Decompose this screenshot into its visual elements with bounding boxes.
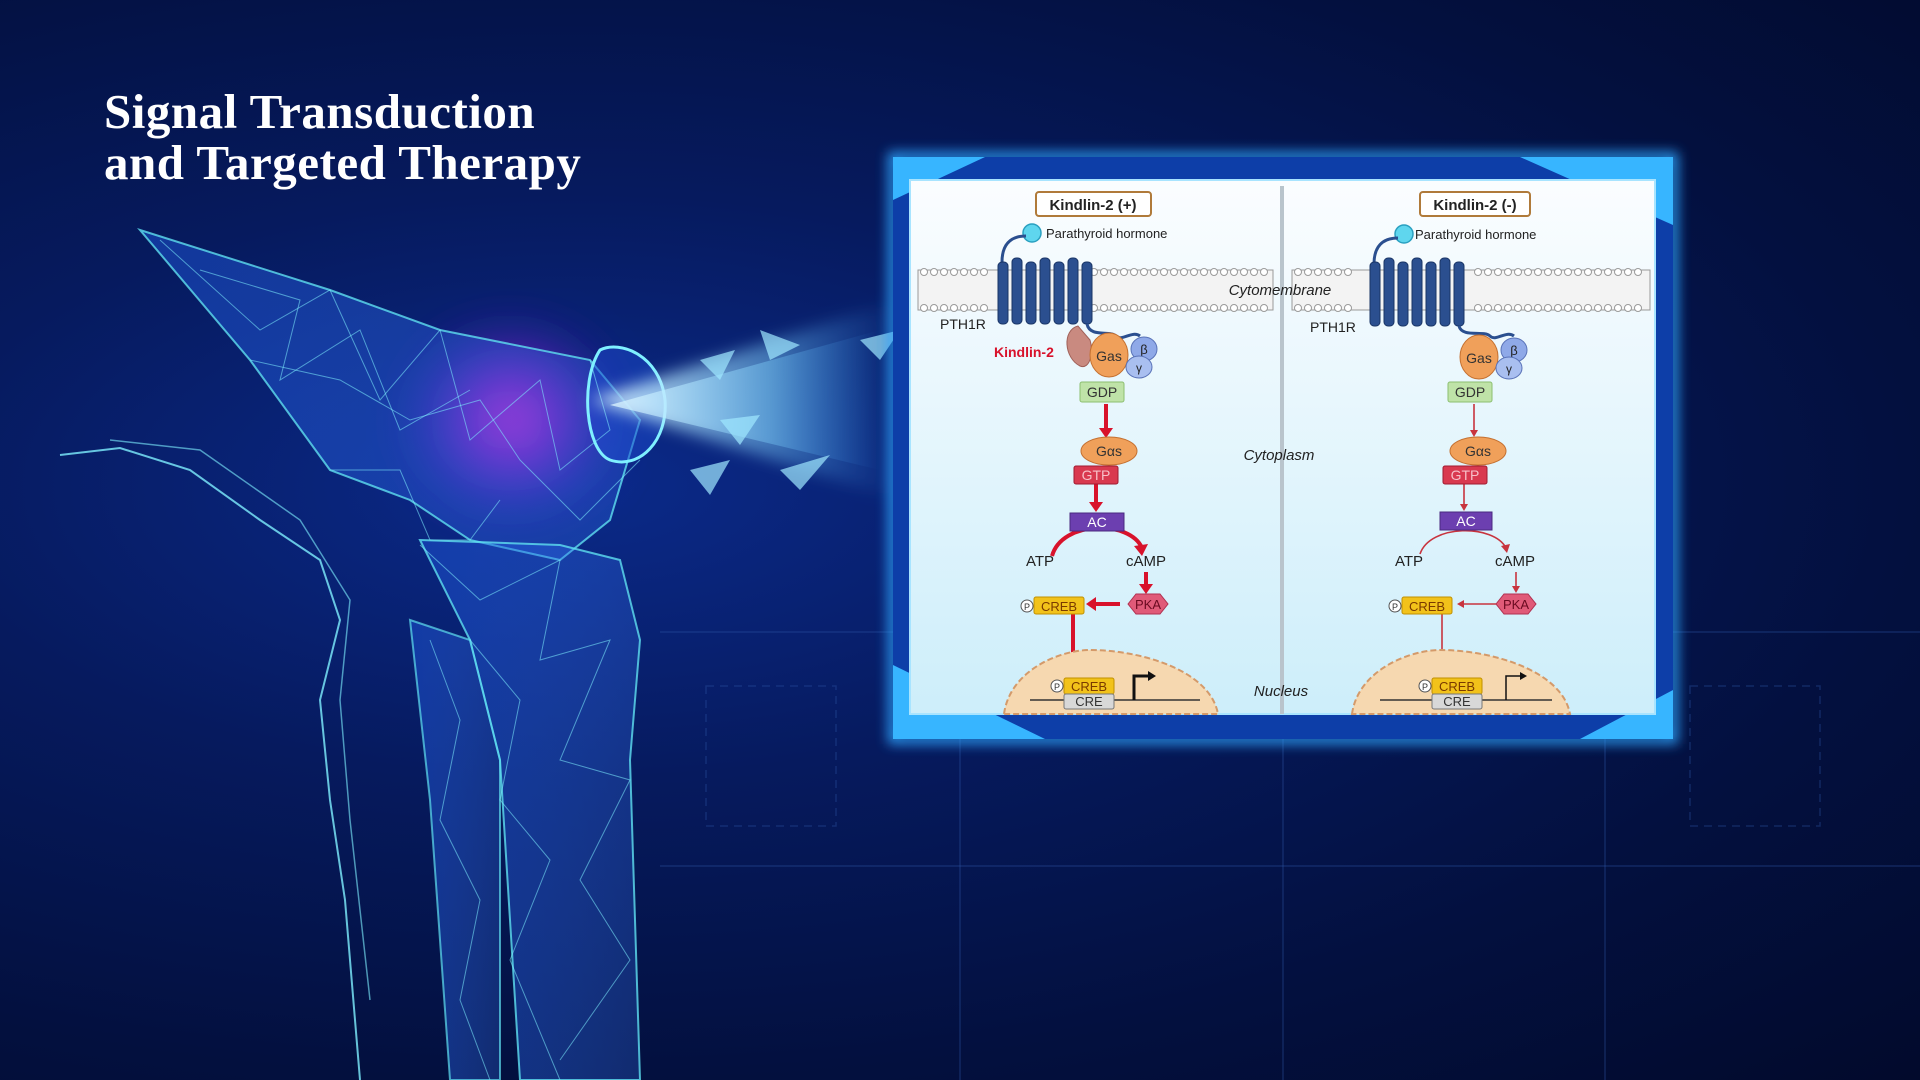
- gtp-label: GTP: [1451, 467, 1480, 483]
- transcription-start-icon: [1132, 674, 1150, 700]
- knee-illustration: [59, 228, 900, 1080]
- pka-label: PKA: [1503, 597, 1529, 612]
- phospho-label: P: [1024, 602, 1030, 612]
- creb-label: CREB: [1409, 599, 1445, 614]
- nuclear-phospho-label: P: [1422, 682, 1428, 692]
- galpha-s-icon: [1449, 436, 1507, 466]
- gdp-box: [1079, 381, 1125, 403]
- pth1r-receptor-icon: [1369, 236, 1515, 340]
- nuclear-creb-label: CREB: [1071, 679, 1107, 694]
- gtp-label: GTP: [1082, 467, 1111, 483]
- beta-label: β: [1510, 343, 1517, 358]
- nuclear-phospho-label: P: [1054, 682, 1060, 692]
- panel-header: Kindlin-2 (+): [1049, 197, 1136, 214]
- creb-box: [1401, 596, 1453, 615]
- gamma-label: γ: [1136, 361, 1142, 375]
- creb-label: CREB: [1041, 599, 1077, 614]
- pka-label: PKA: [1135, 597, 1161, 612]
- gas-protein-icon: [1089, 332, 1129, 378]
- camp-label: cAMP: [1126, 553, 1166, 570]
- camp-label: cAMP: [1495, 553, 1535, 570]
- gdp-label: GDP: [1455, 384, 1485, 400]
- panel-kindlin2-positive: Kindlin-2 (+) Parathyroid hormone PTH1R …: [940, 191, 1220, 715]
- slide-title: Signal Transduction and Targeted Therapy: [104, 86, 581, 188]
- gas-label: Gas: [1466, 350, 1492, 366]
- nucleus-label: Nucleus: [1254, 683, 1309, 700]
- transcription-start-icon: [1505, 675, 1522, 700]
- ac-label: AC: [1087, 514, 1106, 530]
- galpha-s-icon: [1080, 436, 1138, 466]
- receptor-label: PTH1R: [940, 316, 986, 332]
- galpha-s-label: Gαs: [1096, 443, 1122, 459]
- pka-box: [1495, 593, 1537, 615]
- panel-kindlin2-negative: Kindlin-2 (-) Parathyroid hormone PTH1R …: [1310, 191, 1572, 715]
- cre-label: CRE: [1075, 694, 1103, 709]
- title-line-2: and Targeted Therapy: [104, 135, 582, 190]
- creb-box: [1033, 596, 1085, 615]
- parathyroid-hormone-icon: [1394, 224, 1414, 244]
- cytomembrane-label: Cytomembrane: [1229, 282, 1332, 299]
- gdp-label: GDP: [1087, 384, 1117, 400]
- pth1r-receptor-icon: [997, 234, 1141, 340]
- beta-label: β: [1140, 342, 1147, 357]
- atp-label: ATP: [1026, 553, 1054, 570]
- parathyroid-hormone-icon: [1022, 223, 1042, 243]
- gas-label: Gas: [1096, 348, 1122, 364]
- gamma-subunit-icon: [1125, 355, 1153, 379]
- phospho-label: P: [1392, 602, 1398, 612]
- galpha-s-label: Gαs: [1465, 443, 1491, 459]
- atp-label: ATP: [1395, 553, 1423, 570]
- phospho-icon: [1388, 599, 1402, 613]
- cre-label: CRE: [1443, 694, 1471, 709]
- cre-box: [1063, 693, 1115, 710]
- ac-label: AC: [1456, 513, 1475, 529]
- pka-box: [1127, 593, 1169, 615]
- ligand-label: Parathyroid hormone: [1046, 226, 1167, 241]
- cre-box: [1431, 693, 1483, 710]
- ligand-label: Parathyroid hormone: [1415, 227, 1536, 242]
- cell-membranes: [917, 268, 1651, 312]
- ac-box: [1439, 511, 1493, 531]
- gtp-box: [1073, 465, 1119, 485]
- panel-header: Kindlin-2 (-): [1433, 197, 1516, 214]
- receptor-label: PTH1R: [1310, 319, 1356, 335]
- gamma-label: γ: [1506, 362, 1512, 376]
- gdp-box: [1447, 381, 1493, 403]
- kindlin2-label: Kindlin-2: [994, 344, 1054, 360]
- gtp-box: [1442, 465, 1488, 485]
- phospho-icon: [1020, 599, 1034, 613]
- gas-protein-icon: [1459, 334, 1499, 380]
- gamma-subunit-icon: [1495, 356, 1523, 380]
- cytoplasm-label: Cytoplasm: [1244, 447, 1315, 464]
- nuclear-creb-label: CREB: [1439, 679, 1475, 694]
- title-line-1: Signal Transduction: [104, 84, 536, 139]
- ac-box: [1069, 512, 1125, 532]
